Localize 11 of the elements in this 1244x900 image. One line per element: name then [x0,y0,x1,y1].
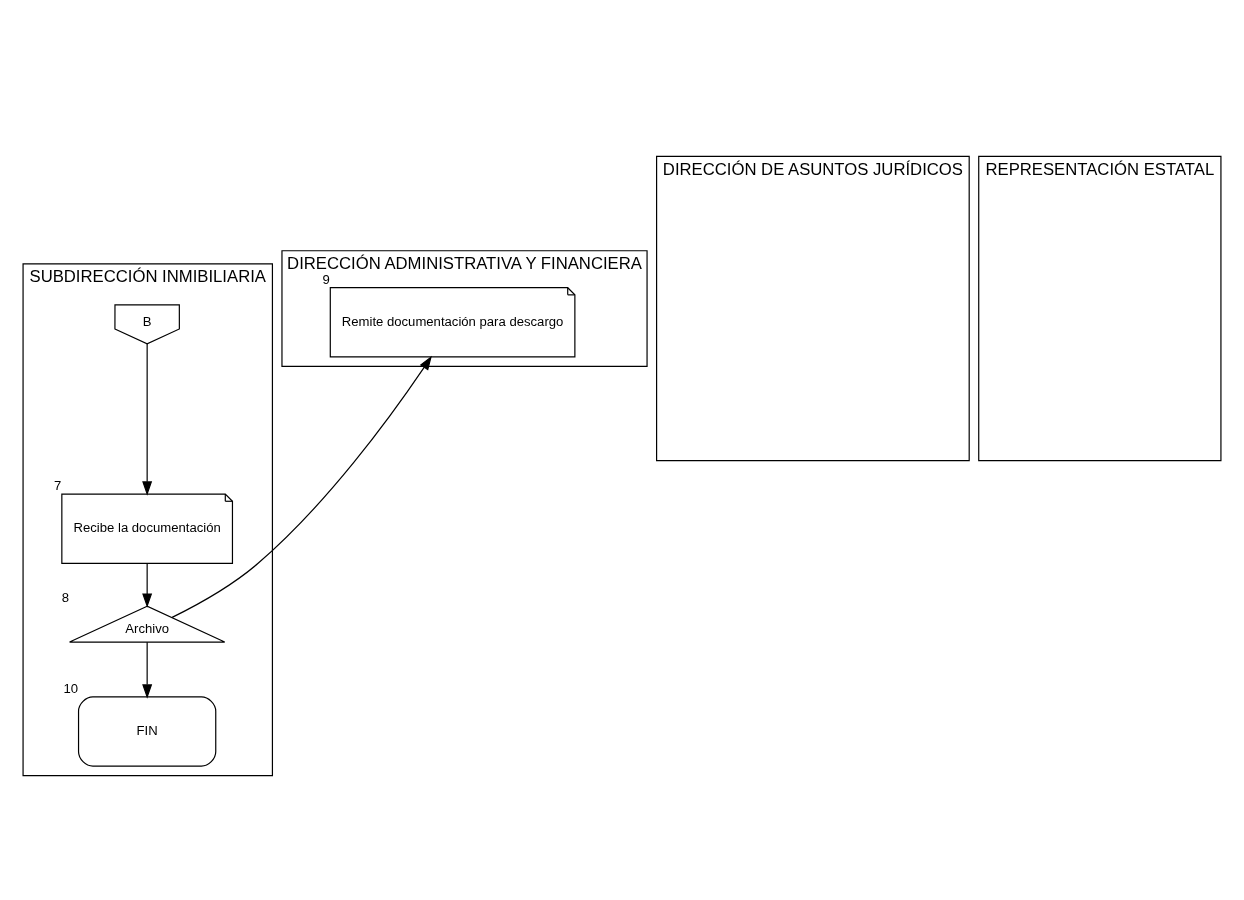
arrow [142,641,153,699]
arrow [142,562,153,608]
node-label: 7 [54,477,62,493]
node-box: REPRESENTACIÓN ESTATAL [978,155,1222,461]
node-box: FIN [77,695,217,767]
node-label: 9 [322,271,330,287]
arrow [171,355,432,618]
node-label: 8 [61,589,70,605]
arrow [142,342,153,496]
node-box: DIRECCIÓN DE ASUNTOS JURÍDICOS [656,155,970,461]
node-label: 10 [63,680,79,696]
